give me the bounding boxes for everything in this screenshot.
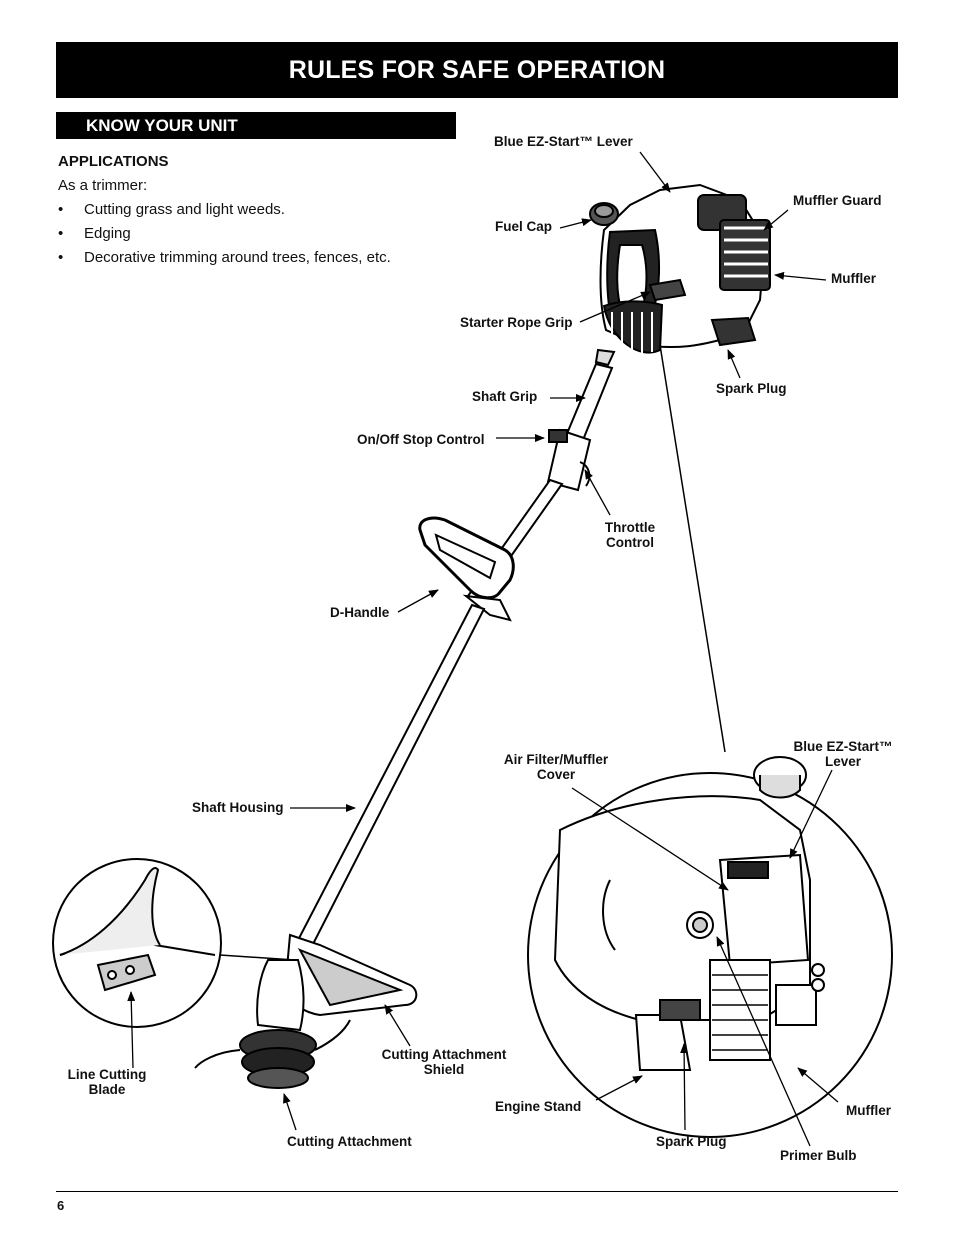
label-throttle-control: Throttle Control: [600, 520, 660, 550]
label-air-filter-muffler-cover: Air Filter/Muffler Cover: [500, 752, 612, 782]
applications-block: APPLICATIONS As a trimmer: • Cutting gras…: [58, 150, 391, 270]
label-line: Cutting Attachment: [381, 1047, 507, 1062]
footer-rule: [56, 1191, 898, 1192]
label-cutting-attachment: Cutting Attachment: [287, 1134, 412, 1149]
bullet-icon: •: [58, 225, 64, 242]
label-blue-ez-start-lever-detail: Blue EZ-Start™ Lever: [790, 739, 896, 769]
section-heading: KNOW YOUR UNIT: [56, 112, 456, 139]
label-shaft-housing: Shaft Housing: [192, 800, 284, 815]
list-item-text: Cutting grass and light weeds.: [84, 201, 285, 218]
list-item-text: Edging: [84, 225, 131, 242]
applications-heading: APPLICATIONS: [58, 153, 169, 170]
shaft-drawing: [294, 348, 616, 952]
label-fuel-cap: Fuel Cap: [495, 219, 553, 234]
label-cutting-attachment-shield: Cutting Attachment Shield: [377, 1047, 511, 1077]
label-line: Lever: [824, 754, 862, 769]
label-line-cutting-blade: Line Cutting Blade: [64, 1067, 150, 1097]
bullet-icon: •: [58, 249, 64, 266]
leader-arrows: [127, 151, 839, 1147]
list-item: • Cutting grass and light weeds.: [58, 198, 391, 222]
label-muffler-detail: Muffler: [846, 1103, 891, 1118]
label-d-handle: D-Handle: [330, 605, 390, 620]
page-number: 6: [57, 1198, 65, 1213]
blade-detail-drawing: [52, 858, 296, 1028]
label-line: Cover: [536, 767, 576, 782]
label-line: Air Filter/Muffler: [503, 752, 609, 767]
bullet-icon: •: [58, 201, 64, 218]
label-line: Blue EZ-Start™: [793, 739, 893, 754]
engine-drawing: [589, 183, 771, 356]
label-muffler-guard: Muffler Guard: [793, 193, 882, 208]
engine-detail-drawing: [527, 344, 893, 1138]
applications-intro: As a trimmer:: [58, 177, 148, 194]
label-primer-bulb: Primer Bulb: [780, 1148, 857, 1163]
applications-list: •Cutting grass and light weeds. •Edging …: [58, 198, 391, 270]
label-line: Blade: [88, 1082, 126, 1097]
label-spark-plug: Spark Plug: [716, 381, 787, 396]
label-starter-rope-grip: Starter Rope Grip: [460, 315, 573, 330]
label-line: Line Cutting: [67, 1067, 147, 1082]
label-spark-plug-detail: Spark Plug: [656, 1134, 727, 1149]
label-line: Control: [606, 535, 654, 550]
cutting-head-drawing: [194, 933, 418, 1089]
label-line: Shield: [423, 1062, 465, 1077]
label-line: Throttle: [604, 520, 656, 535]
label-on-off-stop-control: On/Off Stop Control: [357, 432, 485, 447]
label-muffler: Muffler: [831, 271, 876, 286]
label-blue-ez-start-lever: Blue EZ-Start™ Lever: [494, 134, 633, 149]
list-item-text: Decorative trimming around trees, fences…: [84, 249, 391, 266]
label-engine-stand: Engine Stand: [495, 1099, 582, 1114]
page-title: RULES FOR SAFE OPERATION: [56, 42, 898, 98]
list-item: • Edging: [58, 222, 391, 246]
label-shaft-grip: Shaft Grip: [472, 389, 538, 404]
list-item: • Decorative trimming around trees, fence…: [58, 246, 391, 270]
